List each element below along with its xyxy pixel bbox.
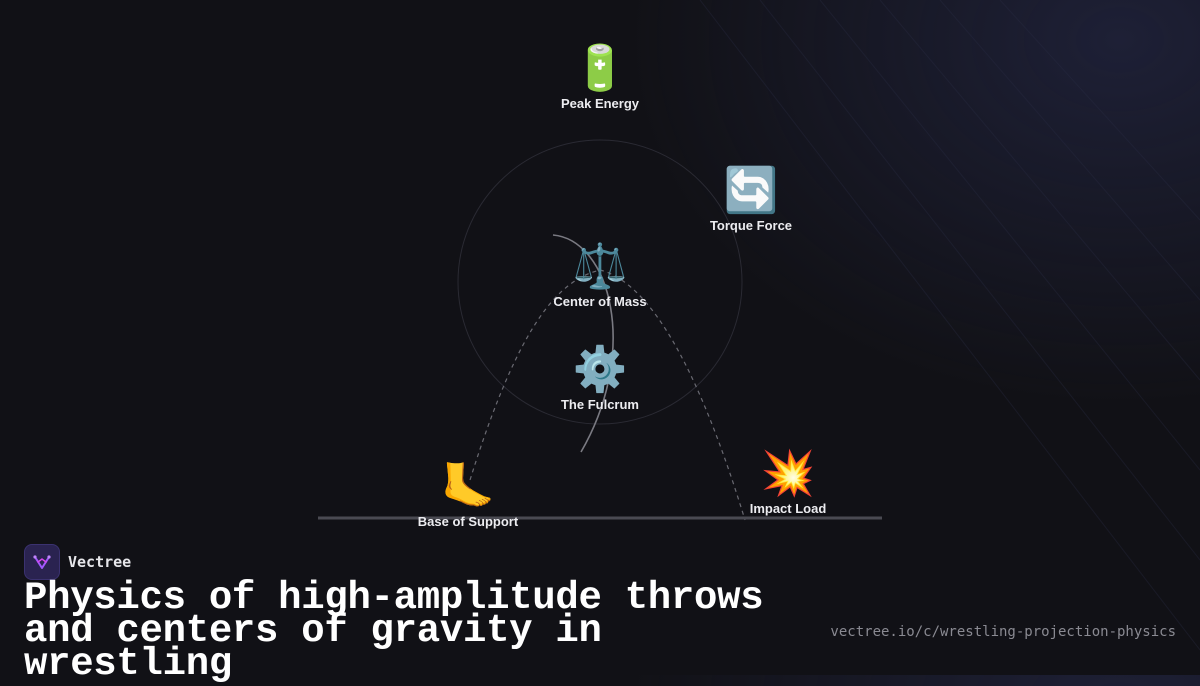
node-fulcrum: ⚙️ The Fulcrum [520, 344, 680, 413]
node-center-of-mass: ⚖️ Center of Mass [520, 241, 680, 310]
node-label: Peak Energy [560, 96, 640, 111]
source-url[interactable]: vectree.io/c/wrestling-projection-physic… [830, 624, 1176, 640]
node-label: Center of Mass [553, 294, 647, 309]
page-title: Physics of high-amplitude throws and cen… [24, 576, 764, 686]
node-label: Impact Load [749, 501, 827, 516]
rotate-arrows-icon: 🔄 [723, 165, 779, 216]
node-label: Base of Support [417, 514, 519, 529]
foot-icon: 🦶 [440, 461, 496, 512]
balance-scale-icon: ⚖️ [572, 241, 628, 292]
trajectory-arc [469, 269, 746, 521]
battery-icon: 🔋 [572, 43, 628, 94]
gear-icon: ⚙️ [572, 344, 628, 395]
brand[interactable]: Vectree [24, 544, 131, 580]
brand-name: Vectree [68, 553, 132, 571]
vectree-logo-icon [24, 544, 60, 580]
collision-icon: 💥 [760, 448, 816, 499]
node-base-of-support: 🦶 Base of Support [388, 461, 548, 530]
node-peak-energy: 🔋 Peak Energy [520, 43, 680, 112]
node-torque-force: 🔄 Torque Force [671, 165, 831, 234]
rotation-arc [552, 234, 614, 453]
orbit-circle [457, 139, 743, 425]
node-impact-load: 💥 Impact Load [708, 448, 868, 517]
node-label: The Fulcrum [560, 397, 639, 412]
node-label: Torque Force [709, 218, 793, 233]
